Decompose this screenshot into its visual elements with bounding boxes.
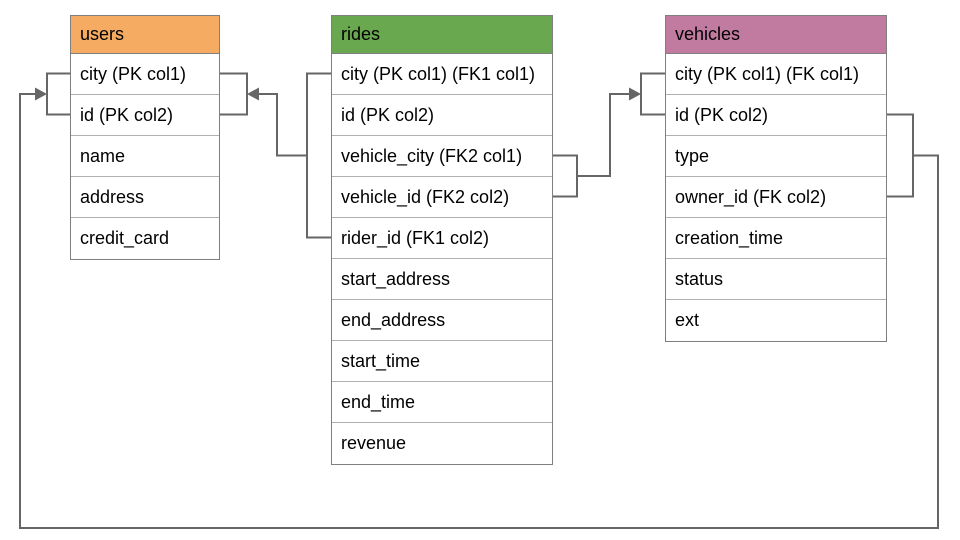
users-col-address: address	[71, 177, 219, 218]
vehicles-col-city: city (PK col1) (FK col1)	[666, 54, 886, 95]
fk2-connector-line	[577, 93, 629, 177]
vehicles-col-owner-id: owner_id (FK col2)	[666, 177, 886, 218]
vehicles-col-ext: ext	[666, 300, 886, 341]
fk3-vehicles-source-bracket	[887, 113, 914, 198]
rides-table-header: rides	[332, 16, 552, 54]
fk2-vehicles-target-bracket	[640, 72, 665, 116]
fk3-arrowhead-icon	[35, 87, 47, 101]
fk1-users-target-bracket	[220, 72, 248, 116]
users-col-credit-card: credit_card	[71, 218, 219, 259]
rides-col-end-time: end_time	[332, 382, 552, 423]
users-table[interactable]: users city (PK col1) id (PK col2) name a…	[70, 15, 220, 260]
vehicles-table[interactable]: vehicles city (PK col1) (FK col1) id (PK…	[665, 15, 887, 342]
fk3-users-target-bracket	[46, 72, 70, 116]
vehicles-col-creation-time: creation_time	[666, 218, 886, 259]
rides-col-start-time: start_time	[332, 341, 552, 382]
rides-col-city: city (PK col1) (FK1 col1)	[332, 54, 552, 95]
fk2-rides-source-bracket	[553, 154, 578, 198]
fk1-connector-line	[259, 93, 307, 157]
vehicles-table-header: vehicles	[666, 16, 886, 54]
rides-col-end-address: end_address	[332, 300, 552, 341]
rides-col-revenue: revenue	[332, 423, 552, 464]
vehicles-col-type: type	[666, 136, 886, 177]
users-table-header: users	[71, 16, 219, 54]
fk1-arrowhead-icon	[247, 87, 259, 101]
vehicles-col-id: id (PK col2)	[666, 95, 886, 136]
rides-col-id: id (PK col2)	[332, 95, 552, 136]
rides-col-rider-id: rider_id (FK1 col2)	[332, 218, 552, 259]
rides-table[interactable]: rides city (PK col1) (FK1 col1) id (PK c…	[331, 15, 553, 465]
users-col-id: id (PK col2)	[71, 95, 219, 136]
users-col-city: city (PK col1)	[71, 54, 219, 95]
vehicles-col-status: status	[666, 259, 886, 300]
fk3-connector-line	[19, 93, 939, 529]
rides-col-start-address: start_address	[332, 259, 552, 300]
rides-col-vehicle-id: vehicle_id (FK2 col2)	[332, 177, 552, 218]
fk2-arrowhead-icon	[629, 87, 641, 101]
rides-col-vehicle-city: vehicle_city (FK2 col1)	[332, 136, 552, 177]
users-col-name: name	[71, 136, 219, 177]
fk1-rides-source-bracket	[306, 72, 331, 239]
